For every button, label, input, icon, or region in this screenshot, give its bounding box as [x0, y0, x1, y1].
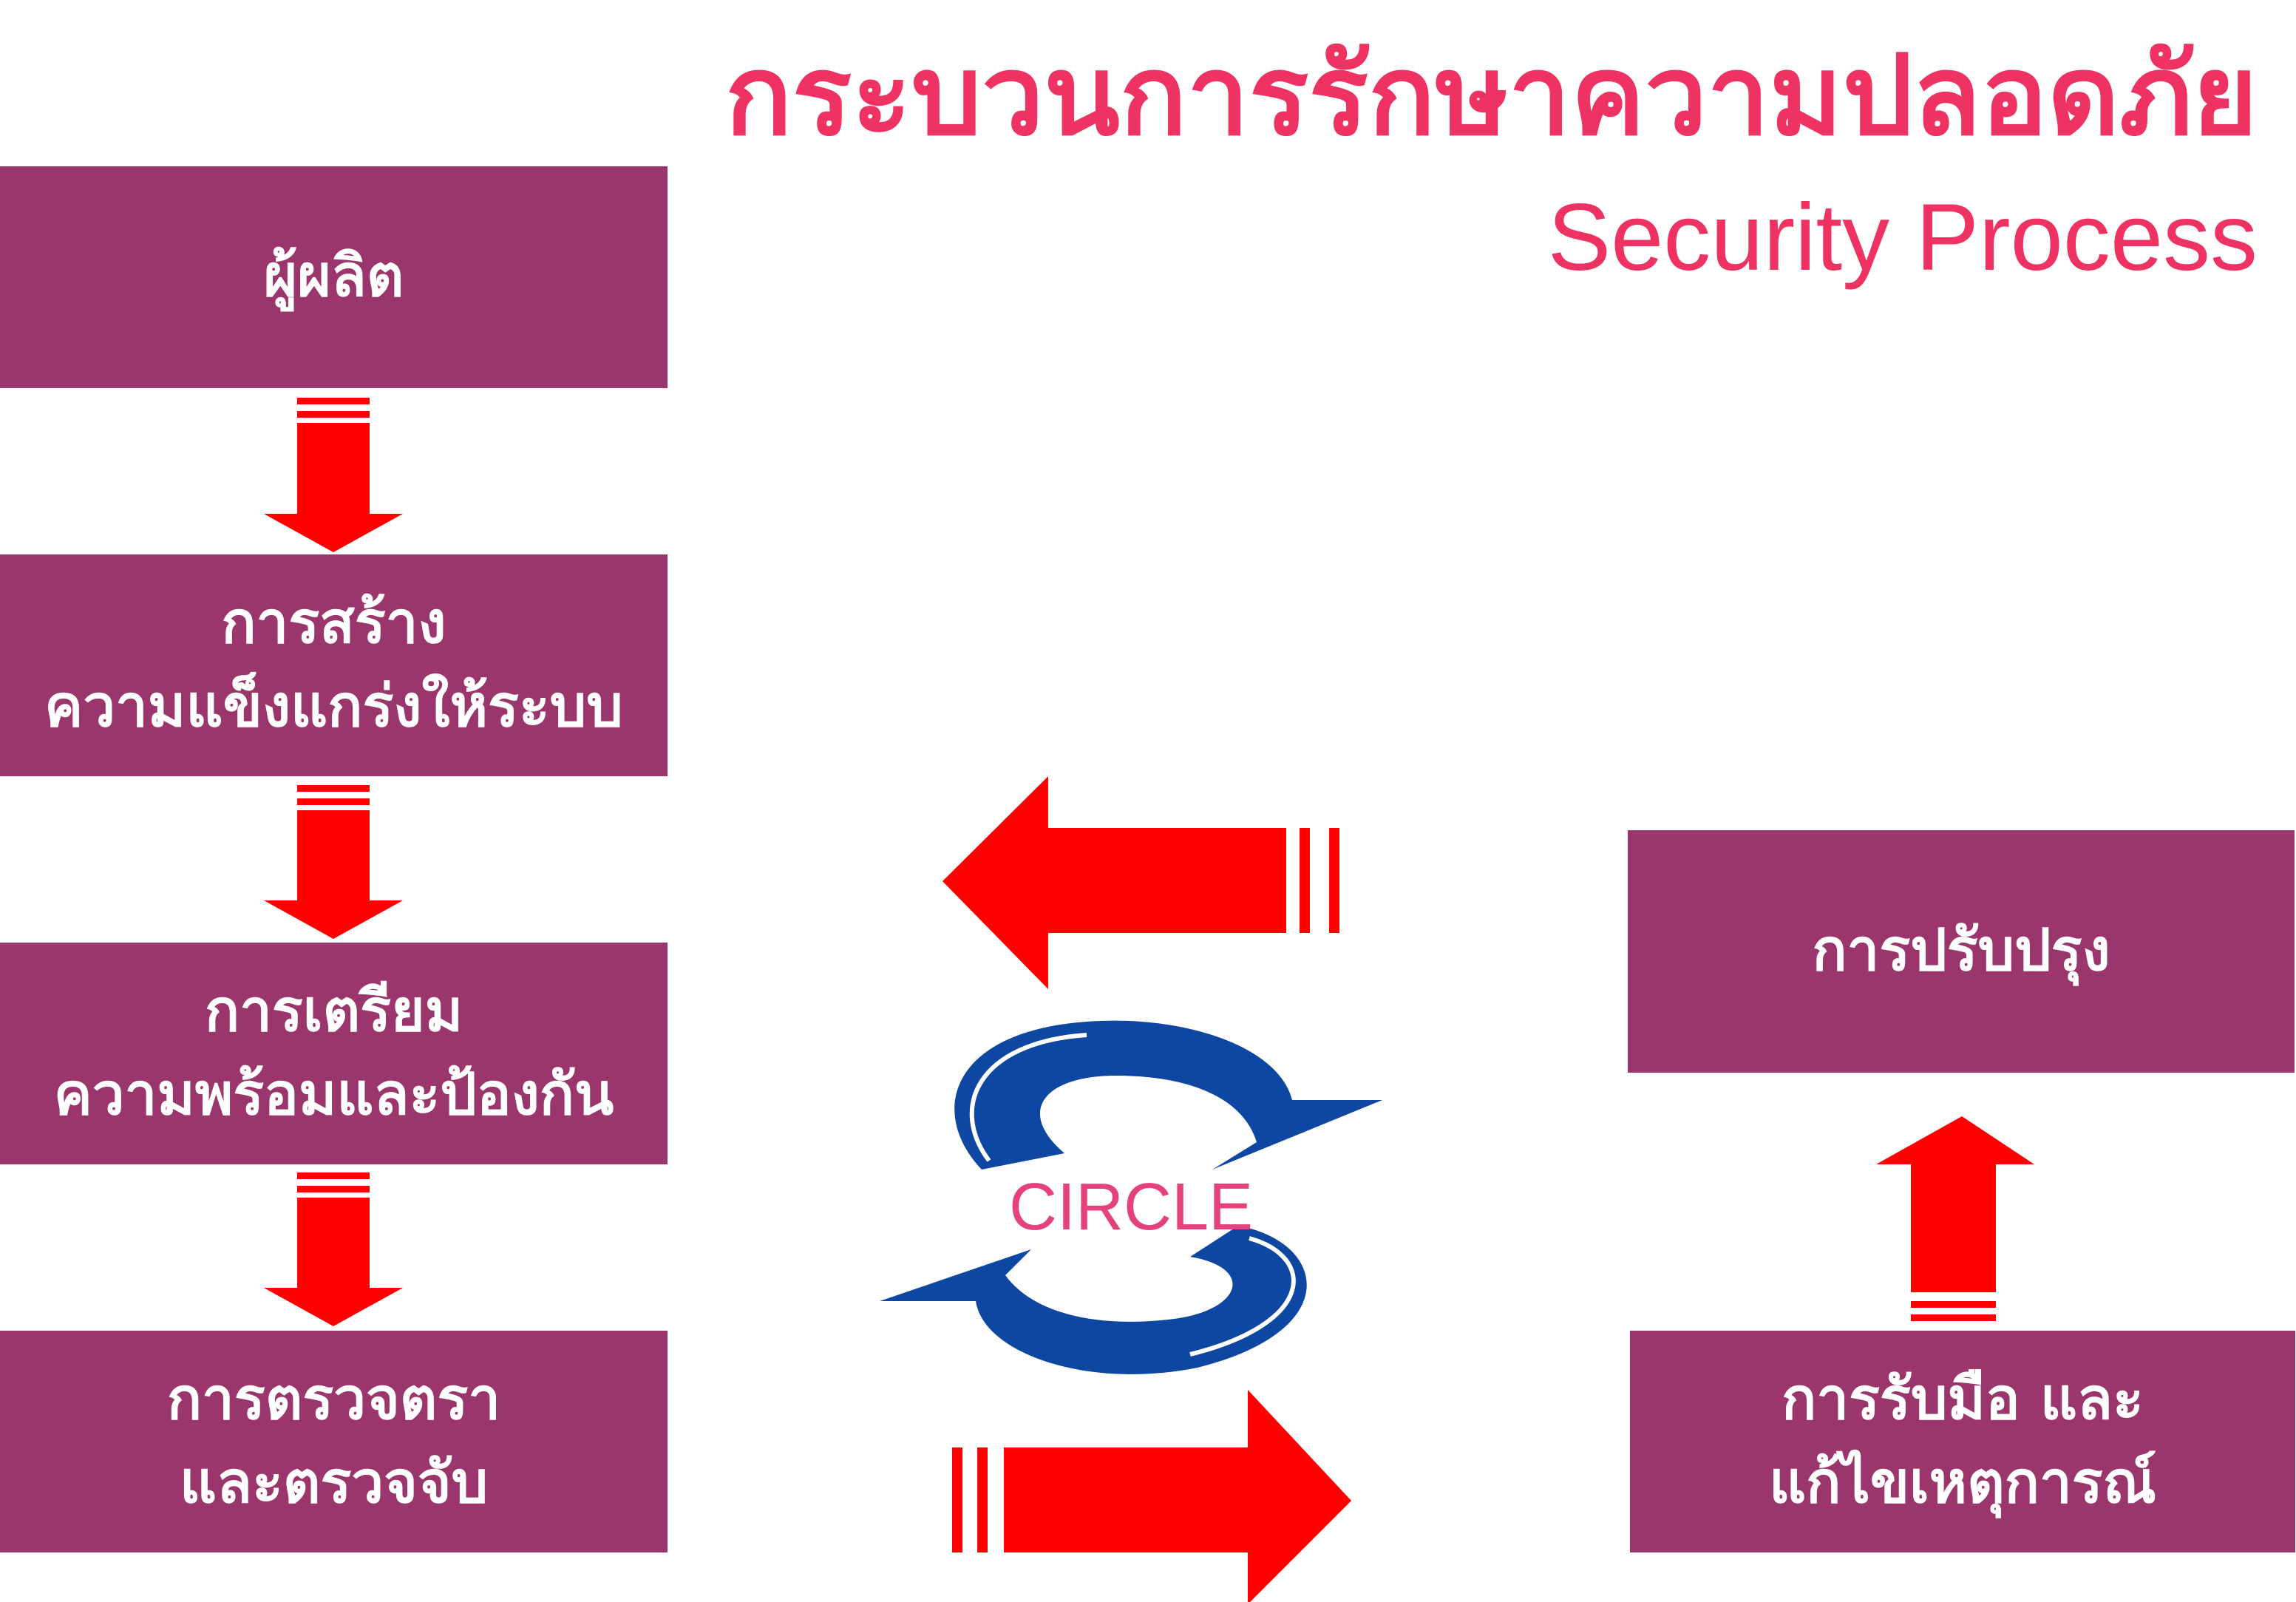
- down-arrow-icon: [264, 1172, 403, 1326]
- step-detect-line-1: การตรวจตรา: [166, 1365, 501, 1433]
- left-arrow-icon: [942, 776, 1339, 989]
- title-thai: กระบวนการรักษาความปลอดภัย: [724, 32, 2258, 160]
- step-hardening-line-1: การสร้าง: [221, 589, 446, 656]
- step-response-resolution: การรับมือ และ แก้ไขเหตุการณ์: [1630, 1331, 2295, 1552]
- down-arrow-icon: [264, 785, 403, 939]
- right-arrow-icon: [952, 1390, 1351, 1602]
- up-arrow-icon: [1876, 1116, 2034, 1321]
- step-producer-line-1: ผู้ผลิต: [263, 243, 404, 310]
- step-detect-line-2: และตรวจจับ: [179, 1450, 489, 1516]
- step-prepare-line-1: การเตรียม: [204, 977, 463, 1045]
- down-arrow-icon: [264, 398, 403, 552]
- step-prepare-line-2: ความพร้อมและป้องกัน: [53, 1062, 614, 1128]
- step-improve-line-1: การปรับปรุง: [1812, 917, 2110, 985]
- step-improvement: การปรับปรุง: [1628, 830, 2295, 1073]
- circular-arrows-icon: [880, 1020, 1382, 1374]
- step-preparation: การเตรียม ความพร้อมและป้องกัน: [0, 943, 668, 1164]
- cycle-label: CIRCLE: [1008, 1170, 1254, 1244]
- step-producer: ผู้ผลิต: [0, 166, 668, 388]
- step-respond-line-2: แก้ไขเหตุการณ์: [1768, 1450, 2157, 1516]
- step-system-hardening: การสร้าง ความแข็งแกร่งให้ระบบ: [0, 554, 668, 776]
- step-hardening-line-2: ความแข็งแกร่งให้ระบบ: [44, 673, 623, 740]
- step-respond-line-1: การรับมือ และ: [1782, 1365, 2144, 1433]
- step-monitoring-detection: การตรวจตรา และตรวจจับ: [0, 1331, 668, 1552]
- title-english: Security Process: [1547, 185, 2258, 291]
